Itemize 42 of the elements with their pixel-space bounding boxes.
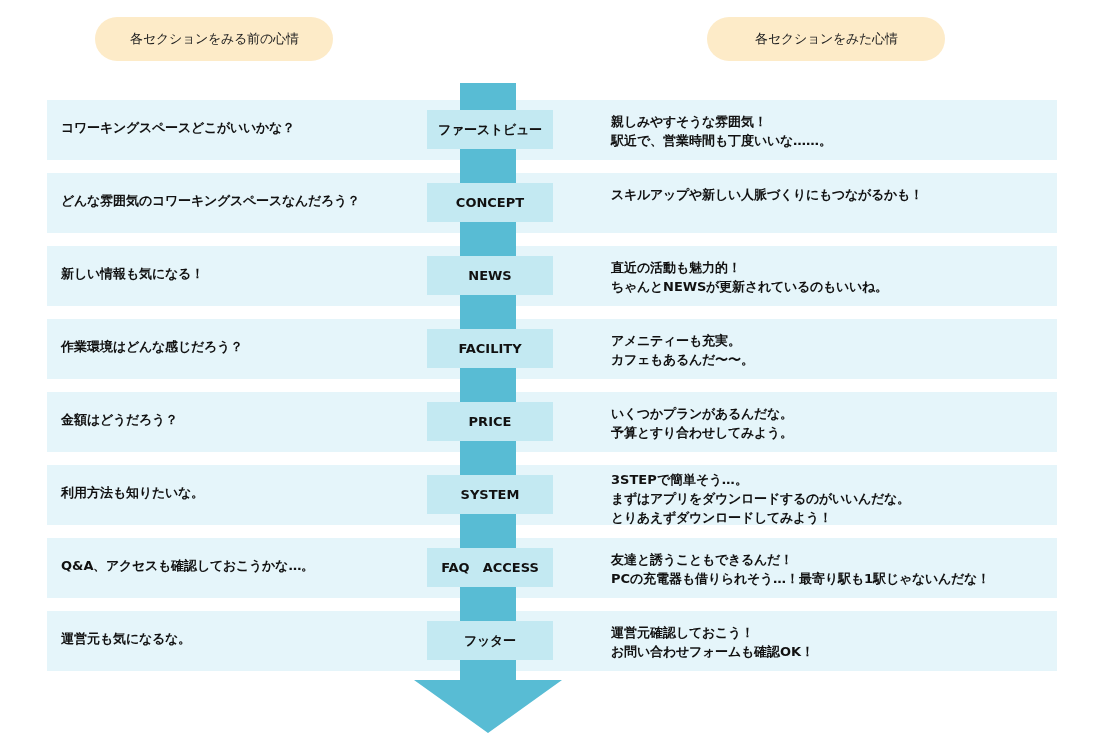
question-text: 運営元も気になるな。 [61, 630, 191, 648]
question-text: Q&A、アクセスも確認しておこうかな…。 [61, 557, 315, 575]
row-band [47, 465, 1057, 525]
reaction-text: スキルアップや新しい人脈づくりにもつながるかも！ [611, 186, 923, 204]
reaction-text: カフェもあるんだ〜〜。 [611, 351, 754, 369]
reaction-text: 親しみやすそうな雰囲気！ [611, 113, 768, 131]
header-label: 各セクションをみる前の心情 [95, 17, 333, 61]
reaction-text: 駅近で、営業時間も丁度いいな……。 [611, 132, 832, 150]
section-box: PRICE [427, 402, 553, 441]
section-box: フッター [427, 621, 553, 660]
reaction-text: いくつかプランがあるんだな。 [611, 405, 793, 423]
section-box: FACILITY [427, 329, 553, 368]
row-band [47, 319, 1057, 379]
reaction-text: 直近の活動も魅力的！ [611, 259, 742, 277]
reaction-text: 運営元確認しておこう！ [611, 624, 755, 642]
row-band [47, 392, 1057, 452]
row-band [47, 611, 1057, 671]
section-box: CONCEPT [427, 183, 553, 222]
section-box: NEWS [427, 256, 553, 295]
question-text: どんな雰囲気のコワーキングスペースなんだろう？ [61, 192, 360, 210]
reaction-text: ちゃんとNEWSが更新されているのもいいね。 [611, 278, 889, 296]
row-band [47, 100, 1057, 160]
section-box: ファーストビュー [427, 110, 553, 149]
section-box: FAQ ACCESS [427, 548, 553, 587]
question-text: 作業環境はどんな感じだろう？ [61, 338, 243, 356]
header-label: 各セクションをみた心情 [707, 17, 945, 61]
question-text: 利用方法も知りたいな。 [61, 484, 204, 502]
reaction-text: まずはアプリをダウンロードするのがいいんだな。 [611, 490, 910, 508]
question-text: 新しい情報も気になる！ [61, 265, 204, 283]
question-text: コワーキングスペースどこがいいかな？ [61, 119, 295, 137]
row-band [47, 538, 1057, 598]
reaction-text: 予算とすり合わせしてみよう。 [611, 424, 793, 442]
reaction-text: 3STEPで簡単そう…。 [611, 471, 749, 489]
reaction-text: PCの充電器も借りられそう…！最寄り駅も1駅じゃないんだな！ [611, 570, 991, 588]
row-band [47, 173, 1057, 233]
reaction-text: とりあえずダウンロードしてみよう！ [611, 509, 833, 527]
reaction-text: アメニティーも充実。 [611, 332, 742, 350]
question-text: 金額はどうだろう？ [61, 411, 178, 429]
section-box: SYSTEM [427, 475, 553, 514]
row-band [47, 246, 1057, 306]
reaction-text: 友達と誘うこともできるんだ！ [611, 551, 794, 569]
reaction-text: お問い合わせフォームも確認OK！ [611, 643, 815, 661]
